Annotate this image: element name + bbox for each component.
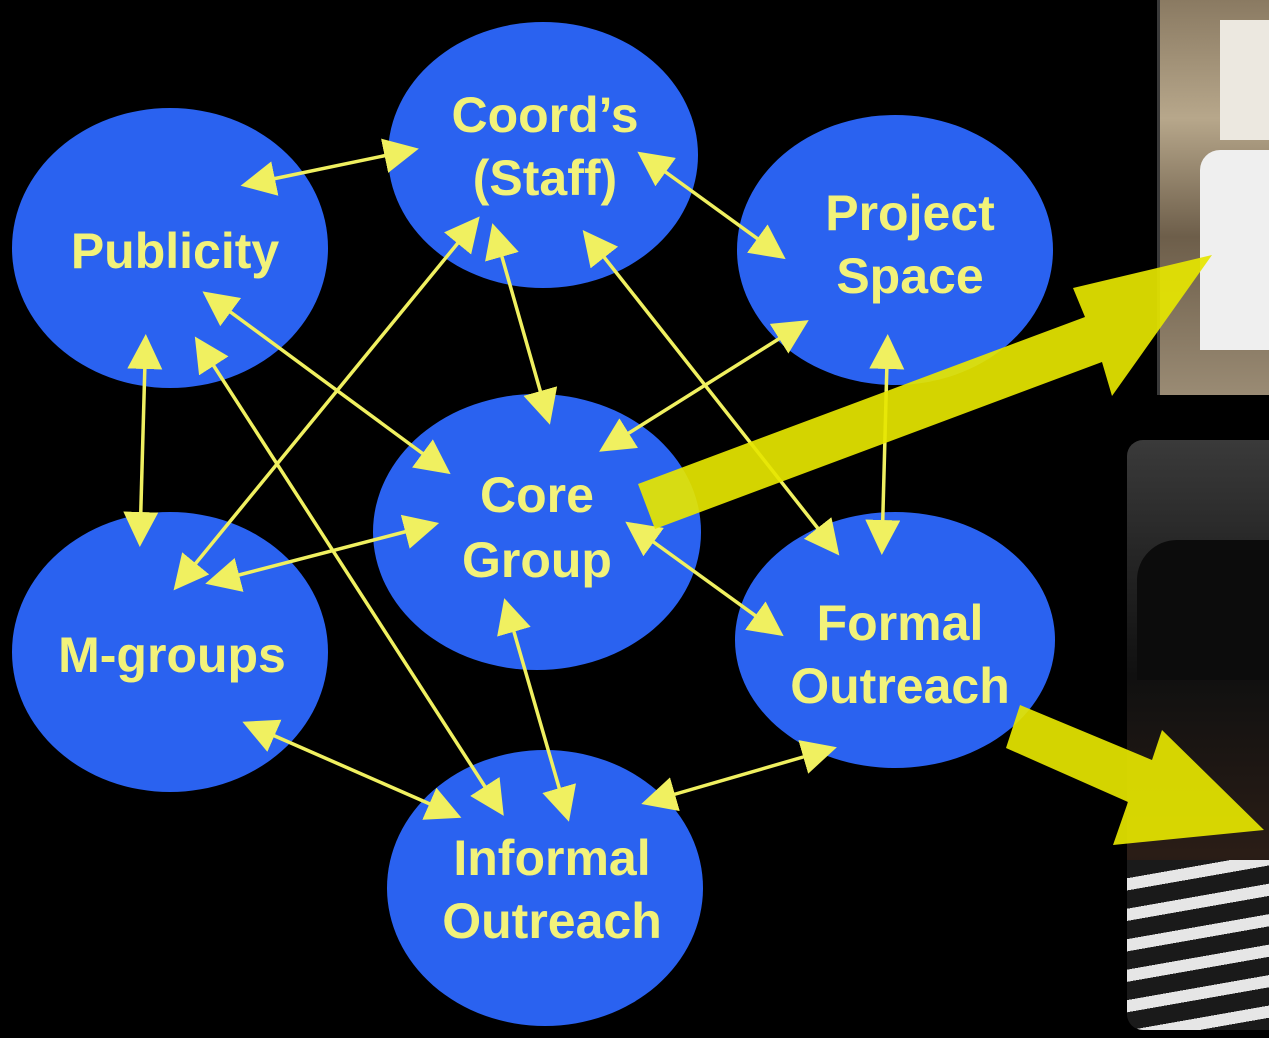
edge-core-group-informal-outreach [497, 598, 577, 822]
node-core-group-label-0: Core [480, 467, 594, 523]
photo-bottom [1127, 440, 1269, 1030]
node-formal-outreach-label-0: Formal [817, 595, 984, 651]
edges-layer [123, 138, 905, 822]
poster-icon [1220, 20, 1269, 140]
node-m-groups-label-0: M-groups [58, 627, 286, 683]
edge-publicity-coords [240, 138, 419, 196]
hat-icon [1137, 540, 1269, 680]
edge-coords-core-group [485, 223, 558, 425]
nodes-layer: Coord’s (Staff) Publicity ProjectSpaceCoreG… [12, 22, 1055, 1026]
big-arrow-core-to-photo-top [638, 255, 1212, 529]
photo-top [1157, 0, 1269, 395]
node-informal-outreach-label-0: Informal [453, 830, 650, 886]
edge-m-groups-informal-outreach [242, 719, 462, 820]
striped-shirt-icon [1127, 860, 1269, 1030]
node-core-group-label-1: Group [462, 532, 612, 588]
node-informal-outreach-label-1: Outreach [442, 893, 662, 949]
node-formal-outreach-ellipse [735, 512, 1055, 768]
edge-core-group-formal-outreach [625, 521, 784, 637]
edge-publicity-core-group [202, 291, 451, 475]
node-informal-outreach-ellipse [387, 750, 703, 1026]
node-publicity-label-0: Publicity [71, 223, 280, 279]
person-icon [1200, 150, 1269, 350]
edge-formal-outreach-informal-outreach [641, 740, 837, 812]
node-coords-label-1: (Staff) [473, 150, 617, 206]
node-m-groups: M-groups [12, 512, 328, 792]
big-arrows-layer [638, 255, 1264, 845]
node-coords: Coord’s (Staff) [388, 22, 698, 288]
edge-core-group-m-groups [205, 514, 440, 592]
node-project-space-label-0: Project [825, 185, 995, 241]
node-project-space-label-1: Space [836, 248, 983, 304]
node-formal-outreach-label-1: Outreach [790, 658, 1010, 714]
edge-project-space-core-group [599, 320, 809, 452]
node-publicity: Publicity [12, 108, 328, 388]
edge-publicity-m-groups [123, 334, 163, 547]
big-arrow-formal-to-photo-bottom [1006, 705, 1264, 845]
node-coords-label-0: Coord’s [451, 87, 638, 143]
